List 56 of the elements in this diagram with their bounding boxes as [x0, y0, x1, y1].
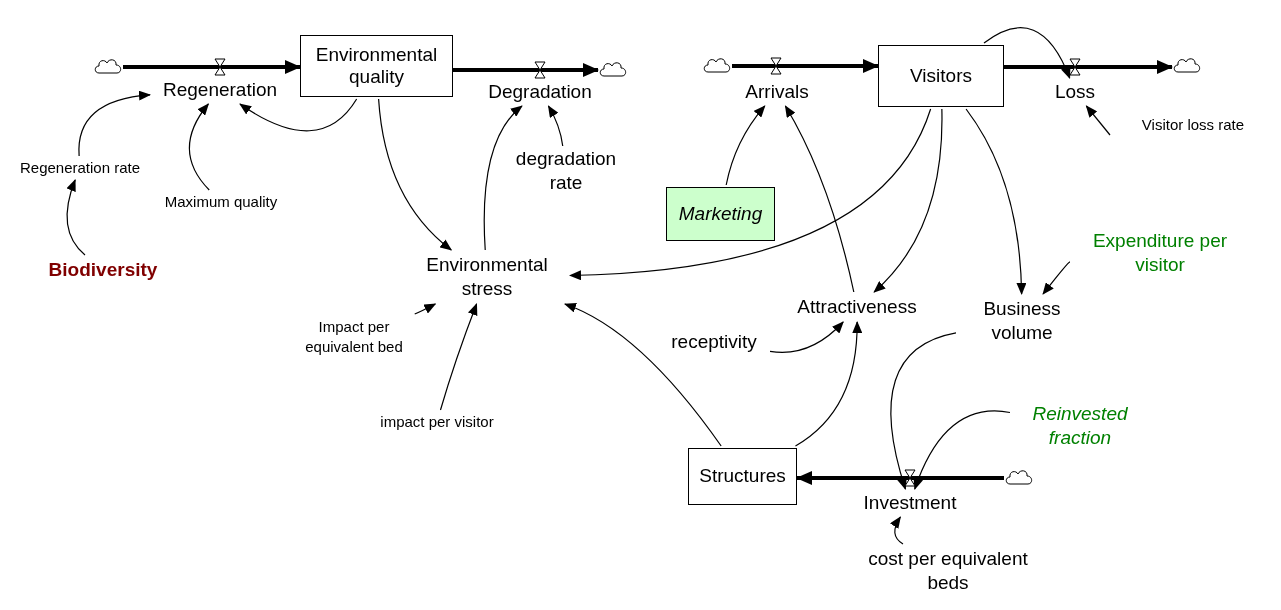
link-arrow [913, 410, 1011, 490]
link-arrow [564, 303, 722, 447]
variable-label: Regeneration [152, 78, 288, 102]
cloud-shape [702, 56, 732, 76]
variable-label: Environmental stress [406, 252, 568, 302]
link-arrow [239, 98, 358, 132]
link-arrow [1085, 105, 1111, 136]
flow-pipe [732, 59, 879, 73]
variable-box: Marketing [666, 187, 775, 241]
variable-label: Maximum quality [146, 192, 296, 212]
flow-pipe [453, 63, 599, 77]
variable-label: receptivity [660, 330, 768, 354]
variable-label: Impact per equivalent bed [286, 316, 422, 358]
link-arrow [414, 303, 437, 315]
link-arrow [784, 105, 855, 293]
cloud-shape [598, 60, 628, 80]
flow-pipe [123, 60, 301, 74]
link-arrow [78, 90, 151, 157]
variable-label: Degradation [478, 80, 602, 104]
variable-label: Arrivals [738, 80, 816, 104]
link-arrow [547, 105, 564, 147]
link-arrow [965, 108, 1027, 295]
link-arrow [1042, 261, 1071, 295]
link-arrow [890, 516, 904, 545]
variable-label: Attractiveness [782, 294, 932, 320]
variable-label: Visitor loss rate [1112, 115, 1274, 135]
link-arrow [188, 103, 210, 191]
stock-box: Visitors [878, 45, 1004, 107]
link-arrow [569, 108, 932, 281]
link-arrow [483, 105, 523, 251]
variable-label: Reinvested fraction [1012, 400, 1148, 452]
variable-label: Investment [852, 491, 968, 515]
variable-label: cost per equivalent beds [864, 546, 1032, 596]
link-arrow [983, 27, 1071, 79]
link-arrow [873, 108, 943, 293]
variable-label: Regeneration rate [4, 158, 156, 178]
variable-label: impact per visitor [358, 412, 516, 432]
cloud-shape [1004, 468, 1034, 488]
cloud-shape [93, 57, 123, 77]
flow-pipe [1004, 60, 1173, 74]
link-arrow [769, 321, 844, 353]
stock-box: Structures [688, 448, 797, 505]
link-arrow [890, 332, 957, 490]
variable-label: degradation rate [506, 148, 626, 194]
variable-label: Biodiversity [35, 257, 171, 283]
cloud-shape [1172, 56, 1202, 76]
variable-label: Loss [1048, 80, 1102, 104]
flow-pipe [796, 471, 1004, 485]
variable-label: Expenditure per visitor [1072, 228, 1248, 278]
variable-label: Business volume [958, 296, 1086, 346]
link-arrow [66, 179, 86, 256]
link-arrow [439, 303, 478, 411]
link-arrow [794, 321, 862, 447]
link-arrow [725, 105, 766, 186]
stock-box: Environmental quality [300, 35, 453, 97]
link-arrow [378, 98, 452, 251]
